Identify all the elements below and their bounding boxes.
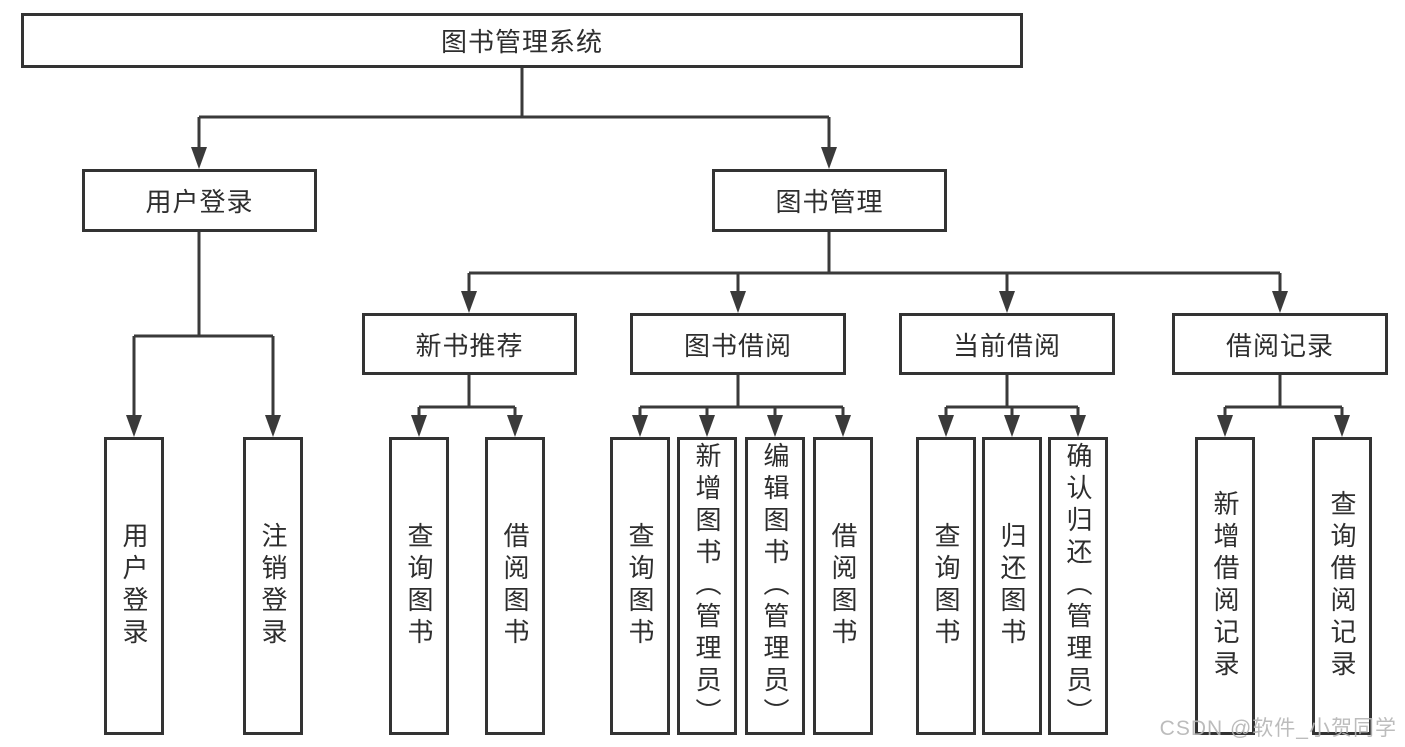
leaf-borrow-query-books: 查询图书 xyxy=(610,437,670,735)
node-book-management: 图书管理 xyxy=(712,169,947,232)
leaf-newrec-borrow-books: 借阅图书 xyxy=(485,437,545,735)
csdn-watermark: CSDN @软件_小贺同学 xyxy=(1159,717,1397,740)
leaf-current-confirm-return-admin: 确认归还（管理员） xyxy=(1048,437,1108,735)
node-root-system: 图书管理系统 xyxy=(21,13,1023,68)
leaf-borrow-edit-books-admin: 编辑图书（管理员） xyxy=(745,437,805,735)
leaf-records-query-record: 查询借阅记录 xyxy=(1312,437,1372,735)
leaf-borrow-borrow-books: 借阅图书 xyxy=(813,437,873,735)
leaf-logout: 注销登录 xyxy=(243,437,303,735)
leaf-current-return-books: 归还图书 xyxy=(982,437,1042,735)
node-user-login: 用户登录 xyxy=(82,169,317,232)
leaf-records-add-record: 新增借阅记录 xyxy=(1195,437,1255,735)
arrowheads xyxy=(126,147,1350,437)
node-book-borrowing: 图书借阅 xyxy=(630,313,846,375)
leaf-newrec-query-books: 查询图书 xyxy=(389,437,449,735)
node-current-borrowing: 当前借阅 xyxy=(899,313,1115,375)
node-borrowing-records: 借阅记录 xyxy=(1172,313,1388,375)
leaf-current-query-books: 查询图书 xyxy=(916,437,976,735)
node-new-book-recommend: 新书推荐 xyxy=(362,313,577,375)
leaf-user-login: 用户登录 xyxy=(104,437,164,735)
leaf-borrow-add-books-admin: 新增图书（管理员） xyxy=(677,437,737,735)
